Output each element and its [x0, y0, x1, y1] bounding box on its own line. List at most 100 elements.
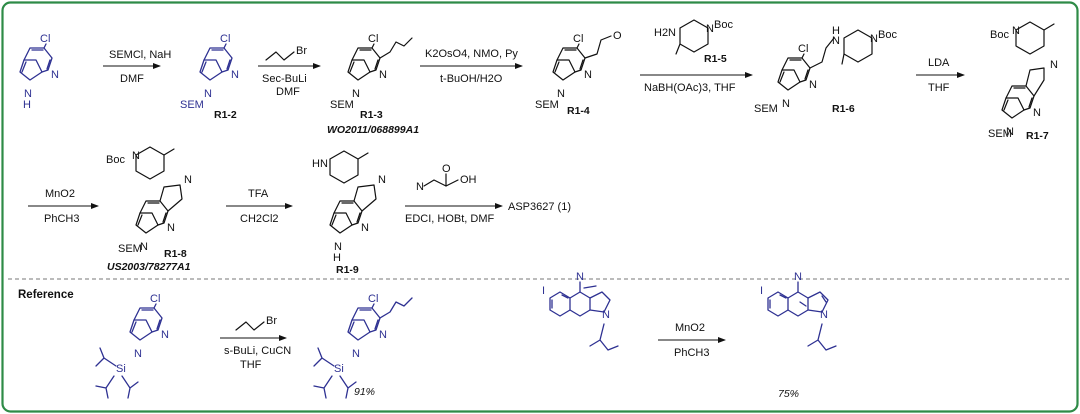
svg-text:O: O: [442, 163, 451, 175]
step-arrow-6: MnO2 PhCH3: [28, 188, 99, 225]
svg-text:N: N: [134, 348, 142, 360]
svg-text:Cl: Cl: [150, 293, 160, 305]
ref-compound-2: Cl N N Si: [313, 293, 413, 399]
svg-text:N: N: [1033, 107, 1041, 119]
label-r1-2: R1-2: [214, 109, 237, 121]
svg-text:EDCI, HOBt, DMF: EDCI, HOBt, DMF: [405, 213, 495, 225]
svg-text:N: N: [602, 309, 610, 321]
label-r1-3: R1-3: [360, 109, 383, 121]
compound-r1-3: Cl N N SEM R1-3: [330, 33, 413, 121]
svg-text:MnO2: MnO2: [675, 322, 705, 334]
svg-text:SEM: SEM: [535, 99, 559, 111]
svg-text:SEM: SEM: [988, 128, 1012, 140]
ref-compound-1: Cl N N Si: [95, 293, 169, 399]
svg-text:N: N: [809, 79, 817, 91]
compound-r1-4: Cl O N N SEM R1-4: [535, 30, 622, 117]
svg-text:N: N: [794, 271, 802, 283]
svg-text:SEMCl, NaH: SEMCl, NaH: [109, 49, 171, 61]
step-arrow-2: Br Sec-BuLi DMF: [258, 45, 321, 98]
svg-text:PhCH3: PhCH3: [44, 213, 79, 225]
svg-text:N: N: [557, 88, 565, 100]
svg-text:N: N: [782, 98, 790, 110]
ref-yield-2: 75%: [778, 388, 799, 400]
svg-text:N: N: [161, 329, 169, 341]
svg-text:DMF: DMF: [276, 86, 300, 98]
label-r1-8: R1-8: [164, 248, 187, 260]
step-arrow-3: K2OsO4, NMO, Py t-BuOH/H2O: [420, 48, 523, 85]
compound-r1-7: N N N SEM R1-7 Boc N: [988, 21, 1058, 142]
atom-cl: Cl: [40, 33, 50, 45]
svg-text:N: N: [167, 222, 175, 234]
label-r1-5: R1-5: [704, 53, 727, 65]
step-arrow-7: TFA CH2Cl2: [226, 188, 293, 225]
svg-text:N: N: [361, 222, 369, 234]
compound-r1-2: Cl N N SEM R1-2: [180, 33, 239, 121]
svg-text:H: H: [23, 99, 31, 111]
svg-text:Cl: Cl: [368, 293, 378, 305]
svg-text:OH: OH: [460, 174, 477, 186]
svg-text:N: N: [334, 241, 342, 253]
svg-text:I: I: [542, 285, 545, 297]
svg-text:Cl: Cl: [368, 33, 378, 45]
patent-us: US2003/78277A1: [107, 261, 191, 273]
svg-text:Br: Br: [266, 315, 277, 327]
svg-text:SEM: SEM: [118, 243, 142, 255]
svg-text:Boc: Boc: [878, 29, 897, 41]
svg-text:THF: THF: [240, 359, 262, 371]
svg-text:PhCH3: PhCH3: [674, 347, 709, 359]
compound-start: Cl N H N: [19, 33, 59, 111]
svg-text:N: N: [352, 88, 360, 100]
svg-text:N: N: [1012, 25, 1020, 37]
product-asp3627: ASP3627 (1): [508, 201, 571, 213]
svg-text:K2OsO4, NMO, Py: K2OsO4, NMO, Py: [425, 48, 518, 60]
svg-text:H2N: H2N: [654, 27, 676, 39]
svg-text:MnO2: MnO2: [45, 188, 75, 200]
svg-text:N: N: [584, 69, 592, 81]
ref-compound-4: N I N: [760, 271, 837, 351]
svg-text:Si: Si: [334, 363, 344, 375]
svg-text:O: O: [613, 30, 622, 42]
svg-text:Cl: Cl: [798, 43, 808, 55]
label-r1-4: R1-4: [567, 105, 590, 117]
svg-text:NaBH(OAc)3, THF: NaBH(OAc)3, THF: [644, 82, 736, 94]
svg-text:N: N: [832, 35, 840, 47]
svg-text:DMF: DMF: [120, 73, 144, 85]
svg-text:HN: HN: [312, 158, 328, 170]
svg-text:N: N: [204, 88, 212, 100]
svg-text:SEM: SEM: [180, 99, 204, 111]
svg-text:CH2Cl2: CH2Cl2: [240, 213, 279, 225]
svg-text:N: N: [379, 329, 387, 341]
svg-text:N: N: [379, 69, 387, 81]
svg-text:N: N: [24, 88, 32, 100]
svg-text:N: N: [1050, 59, 1058, 71]
step-arrow-8: N O OH EDCI, HOBt, DMF: [405, 163, 503, 225]
step-arrow-5: LDA THF: [916, 57, 965, 94]
svg-text:Sec-BuLi: Sec-BuLi: [262, 73, 307, 85]
reference-title: Reference: [18, 289, 74, 301]
ref-arrow-2: MnO2 PhCH3: [658, 322, 726, 359]
svg-text:N: N: [378, 174, 386, 186]
svg-text:N: N: [132, 150, 140, 162]
svg-text:THF: THF: [928, 82, 950, 94]
svg-text:TFA: TFA: [248, 188, 269, 200]
svg-text:t-BuOH/H2O: t-BuOH/H2O: [440, 73, 503, 85]
ref-yield-1: 91%: [354, 386, 375, 398]
svg-text:N: N: [820, 309, 828, 321]
svg-text:Cl: Cl: [573, 33, 583, 45]
svg-text:s-BuLi, CuCN: s-BuLi, CuCN: [224, 345, 291, 357]
svg-text:Br: Br: [296, 45, 307, 57]
step-arrow-4: NaBH(OAc)3, THF: [640, 72, 753, 94]
label-r1-7: R1-7: [1026, 130, 1049, 142]
svg-text:N: N: [576, 271, 584, 283]
svg-text:N: N: [870, 33, 878, 45]
ref-compound-3: N I N: [542, 271, 619, 351]
svg-text:LDA: LDA: [928, 57, 950, 69]
svg-text:Cl: Cl: [220, 33, 230, 45]
compound-r1-9: N N H N R1-9 HN: [312, 150, 386, 276]
svg-text:N: N: [706, 23, 714, 35]
svg-text:SEM: SEM: [330, 99, 354, 111]
svg-text:N: N: [1006, 126, 1014, 138]
svg-text:N: N: [416, 181, 424, 193]
